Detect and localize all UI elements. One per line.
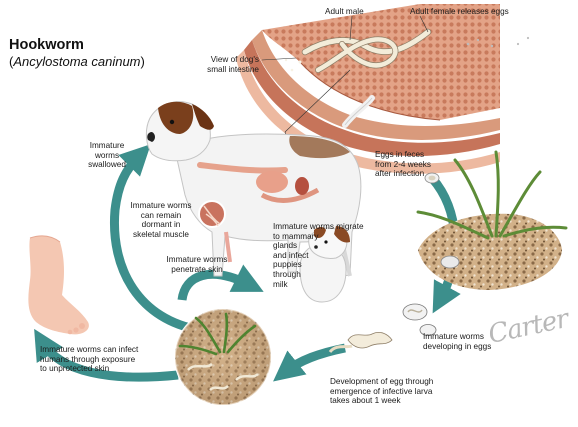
scientific-name-italic: Ancylostoma caninum — [13, 54, 141, 69]
label-humans: Immature worms can infect humans through… — [40, 345, 139, 374]
scientific-name: (Ancylostoma caninum) — [9, 54, 145, 69]
soil-larvae-circle — [174, 308, 272, 406]
human-foot — [28, 235, 89, 335]
label-development: Development of egg through emergence of … — [330, 377, 434, 406]
label-adult-female: Adult female releases eggs — [410, 7, 509, 16]
label-dormant: Immature worms can remain dormant in ske… — [130, 201, 192, 239]
label-view-intestine: View of dog's small intestine — [207, 55, 259, 74]
adult-worms — [284, 28, 432, 73]
label-swallowed: Immature worms swallowed — [88, 141, 126, 170]
soil-mound — [416, 150, 568, 290]
label-penetrate: Immature worms penetrate skin — [166, 255, 228, 274]
developing-eggs — [328, 303, 437, 354]
label-mammary: Immature worms migrate to mammary glands… — [273, 222, 364, 289]
label-adult-male: Adult male — [325, 7, 364, 16]
label-eggs-feces: Eggs in feces from 2-4 weeks after infec… — [375, 150, 431, 179]
diagram-title: Hookworm — [9, 37, 84, 53]
eggs-released — [466, 36, 530, 48]
puppy — [299, 226, 350, 303]
label-developing: Immature worms developing in eggs — [423, 332, 492, 351]
